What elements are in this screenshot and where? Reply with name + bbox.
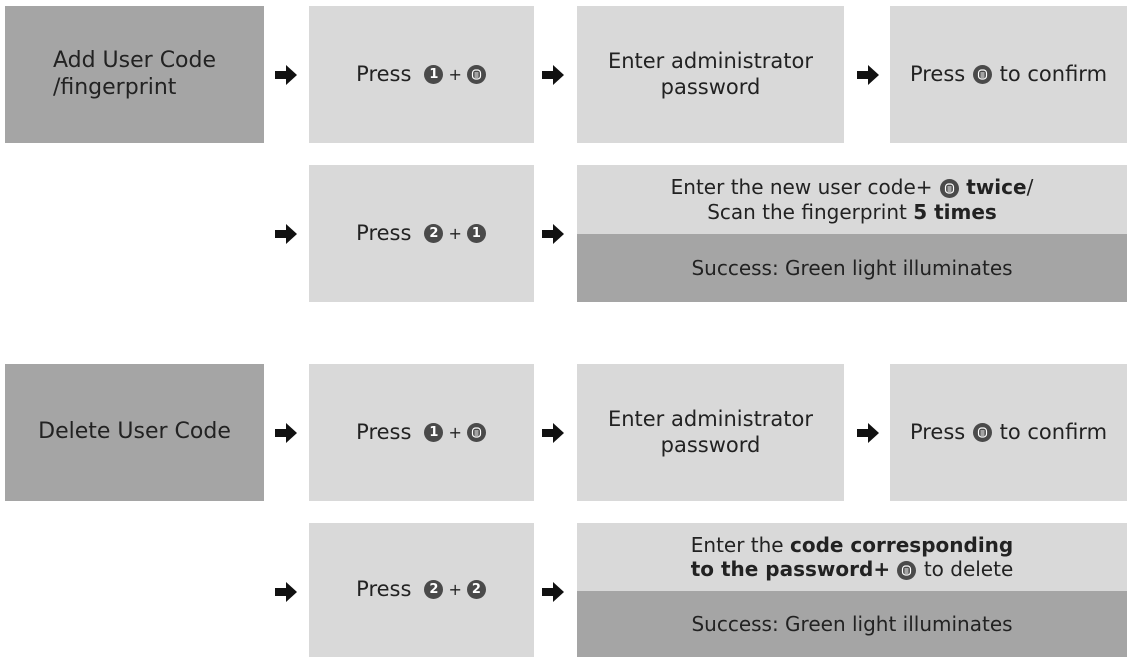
enter-admin-line2: password bbox=[660, 432, 761, 457]
right-arrow-icon bbox=[857, 65, 879, 85]
add-title-line2: /fingerprint bbox=[52, 74, 177, 100]
right-arrow-icon bbox=[542, 423, 564, 443]
right-arrow-icon bbox=[275, 423, 297, 443]
delete-code-line2: to the password+ to delete bbox=[690, 557, 1014, 581]
delete-step-press-1-lock: Press 1 + bbox=[309, 364, 534, 501]
add-step-enter-new-code: Enter the new user code+ twice/ Scan the… bbox=[577, 165, 1127, 234]
lock-key-icon bbox=[972, 422, 992, 442]
add-success-bar: Success: Green light illuminates bbox=[577, 234, 1127, 302]
add-success-text: Success: Green light illuminates bbox=[691, 255, 1013, 280]
lock-key-icon bbox=[972, 64, 992, 84]
lock-key-icon bbox=[939, 179, 959, 199]
delete-step-enter-code: Enter the code corresponding to the pass… bbox=[577, 523, 1127, 591]
delete-code-line1: Enter the code corresponding bbox=[690, 532, 1014, 557]
enter-admin-line1: Enter administrator bbox=[607, 406, 814, 431]
new-code-line2: Scan the fingerprint 5 times bbox=[707, 199, 997, 224]
key-2-icon: 2 bbox=[424, 223, 444, 243]
confirm-prefix: Press bbox=[909, 61, 966, 86]
press-label: Press bbox=[356, 220, 412, 245]
plus-sign: + bbox=[448, 580, 462, 600]
delete-title: Delete User Code bbox=[38, 419, 231, 445]
new-code-line1: Enter the new user code+ twice/ bbox=[670, 175, 1034, 200]
add-step-press-1-lock: Press 1 + bbox=[309, 6, 534, 143]
key-1-icon: 1 bbox=[466, 223, 486, 243]
delete-success-bar: Success: Green light illuminates bbox=[577, 591, 1127, 657]
enter-admin-line2: password bbox=[660, 74, 761, 99]
add-step-press-2-1: Press 2 + 1 bbox=[309, 165, 534, 302]
key-1-icon: 1 bbox=[424, 64, 444, 84]
delete-step-enter-admin-password: Enter administrator password bbox=[577, 364, 844, 501]
delete-step-press-2-2: Press 2 + 2 bbox=[309, 523, 534, 657]
add-title-line1: Add User Code bbox=[52, 47, 217, 73]
lock-key-icon bbox=[897, 561, 917, 580]
add-step-press-confirm: Press to confirm bbox=[890, 6, 1127, 143]
delete-success-text: Success: Green light illuminates bbox=[691, 611, 1013, 636]
plus-sign: + bbox=[448, 64, 462, 84]
key-2-icon: 2 bbox=[424, 580, 444, 600]
enter-admin-line1: Enter administrator bbox=[607, 48, 814, 73]
right-arrow-icon bbox=[542, 224, 564, 244]
delete-step-press-confirm: Press to confirm bbox=[890, 364, 1127, 501]
confirm-suffix: to confirm bbox=[999, 61, 1108, 86]
lock-key-icon bbox=[466, 64, 486, 84]
right-arrow-icon bbox=[542, 65, 564, 85]
press-label: Press bbox=[356, 419, 412, 444]
add-step-enter-admin-password: Enter administrator password bbox=[577, 6, 844, 143]
key-1-icon: 1 bbox=[424, 422, 444, 442]
right-arrow-icon bbox=[857, 423, 879, 443]
delete-user-code-title-box: Delete User Code bbox=[5, 364, 264, 501]
right-arrow-icon bbox=[275, 582, 297, 602]
plus-sign: + bbox=[448, 422, 462, 442]
right-arrow-icon bbox=[542, 582, 564, 602]
right-arrow-icon bbox=[275, 224, 297, 244]
lock-key-icon bbox=[466, 422, 486, 442]
press-label: Press bbox=[356, 577, 412, 602]
plus-sign: + bbox=[448, 223, 462, 243]
right-arrow-icon bbox=[275, 65, 297, 85]
confirm-suffix: to confirm bbox=[999, 419, 1108, 444]
confirm-prefix: Press bbox=[909, 419, 966, 444]
add-user-code-title-box: Add User Code /fingerprint bbox=[5, 6, 264, 143]
press-label: Press bbox=[356, 61, 412, 86]
key-2-icon: 2 bbox=[466, 580, 486, 600]
